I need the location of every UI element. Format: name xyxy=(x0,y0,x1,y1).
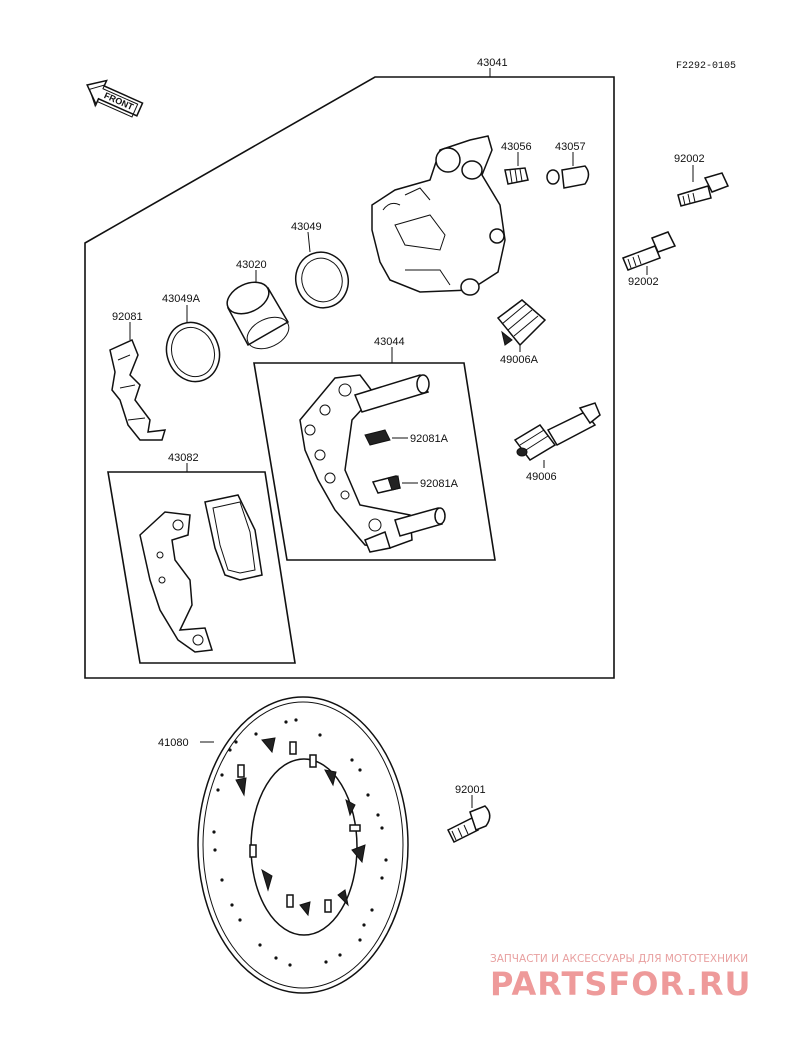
label-92002-upper: 92002 xyxy=(674,153,705,165)
disc-bolt xyxy=(446,805,491,844)
dust-seal xyxy=(295,251,349,309)
brake-disc xyxy=(197,696,409,994)
slide-pin xyxy=(513,402,601,461)
label-92081A-upper: 92081A xyxy=(410,433,449,445)
caliper-assembly-frame xyxy=(84,76,615,679)
holder-assembly-frame xyxy=(253,362,496,561)
front-arrow-icon: FRONT xyxy=(86,79,144,118)
label-92001: 92001 xyxy=(455,784,486,796)
label-41080: 41080 xyxy=(158,737,189,749)
label-43049: 43049 xyxy=(291,221,322,233)
label-43049A: 43049A xyxy=(162,293,201,305)
pad-assembly-frame xyxy=(107,471,296,664)
watermark-tagline: ЗАПЧАСТИ И АКСЕССУАРЫ ДЛЯ МОТОТЕХНИКИ xyxy=(490,953,748,965)
label-43057: 43057 xyxy=(555,141,586,153)
label-43082: 43082 xyxy=(168,452,199,464)
label-92081: 92081 xyxy=(112,311,143,323)
label-92081A-lower: 92081A xyxy=(420,478,459,490)
brake-pad-backing xyxy=(139,511,213,653)
diagram-code: F2292-0105 xyxy=(676,61,736,72)
rubber-boot xyxy=(496,299,547,347)
label-49006A: 49006A xyxy=(500,354,539,366)
label-49006: 49006 xyxy=(526,471,557,483)
bleed-valve xyxy=(504,167,529,185)
piston-seal xyxy=(165,321,221,383)
bleed-cap xyxy=(546,165,590,189)
bolt-lower xyxy=(622,231,677,271)
watermark-brand: PARTSFOR.RU xyxy=(490,965,751,1003)
label-43041: 43041 xyxy=(477,57,508,69)
piston xyxy=(226,281,290,350)
label-43056: 43056 xyxy=(501,141,532,153)
pad-shim-upper xyxy=(364,429,391,446)
pad-shim-lower xyxy=(371,475,401,494)
bolt-upper xyxy=(677,172,730,207)
caliper-bracket xyxy=(299,374,446,553)
label-43020: 43020 xyxy=(236,259,267,271)
pad-spring xyxy=(109,338,167,441)
brake-pad-lining xyxy=(204,494,263,581)
caliper-body xyxy=(371,135,506,296)
label-43044: 43044 xyxy=(374,336,405,348)
label-92002-lower: 92002 xyxy=(628,276,659,288)
